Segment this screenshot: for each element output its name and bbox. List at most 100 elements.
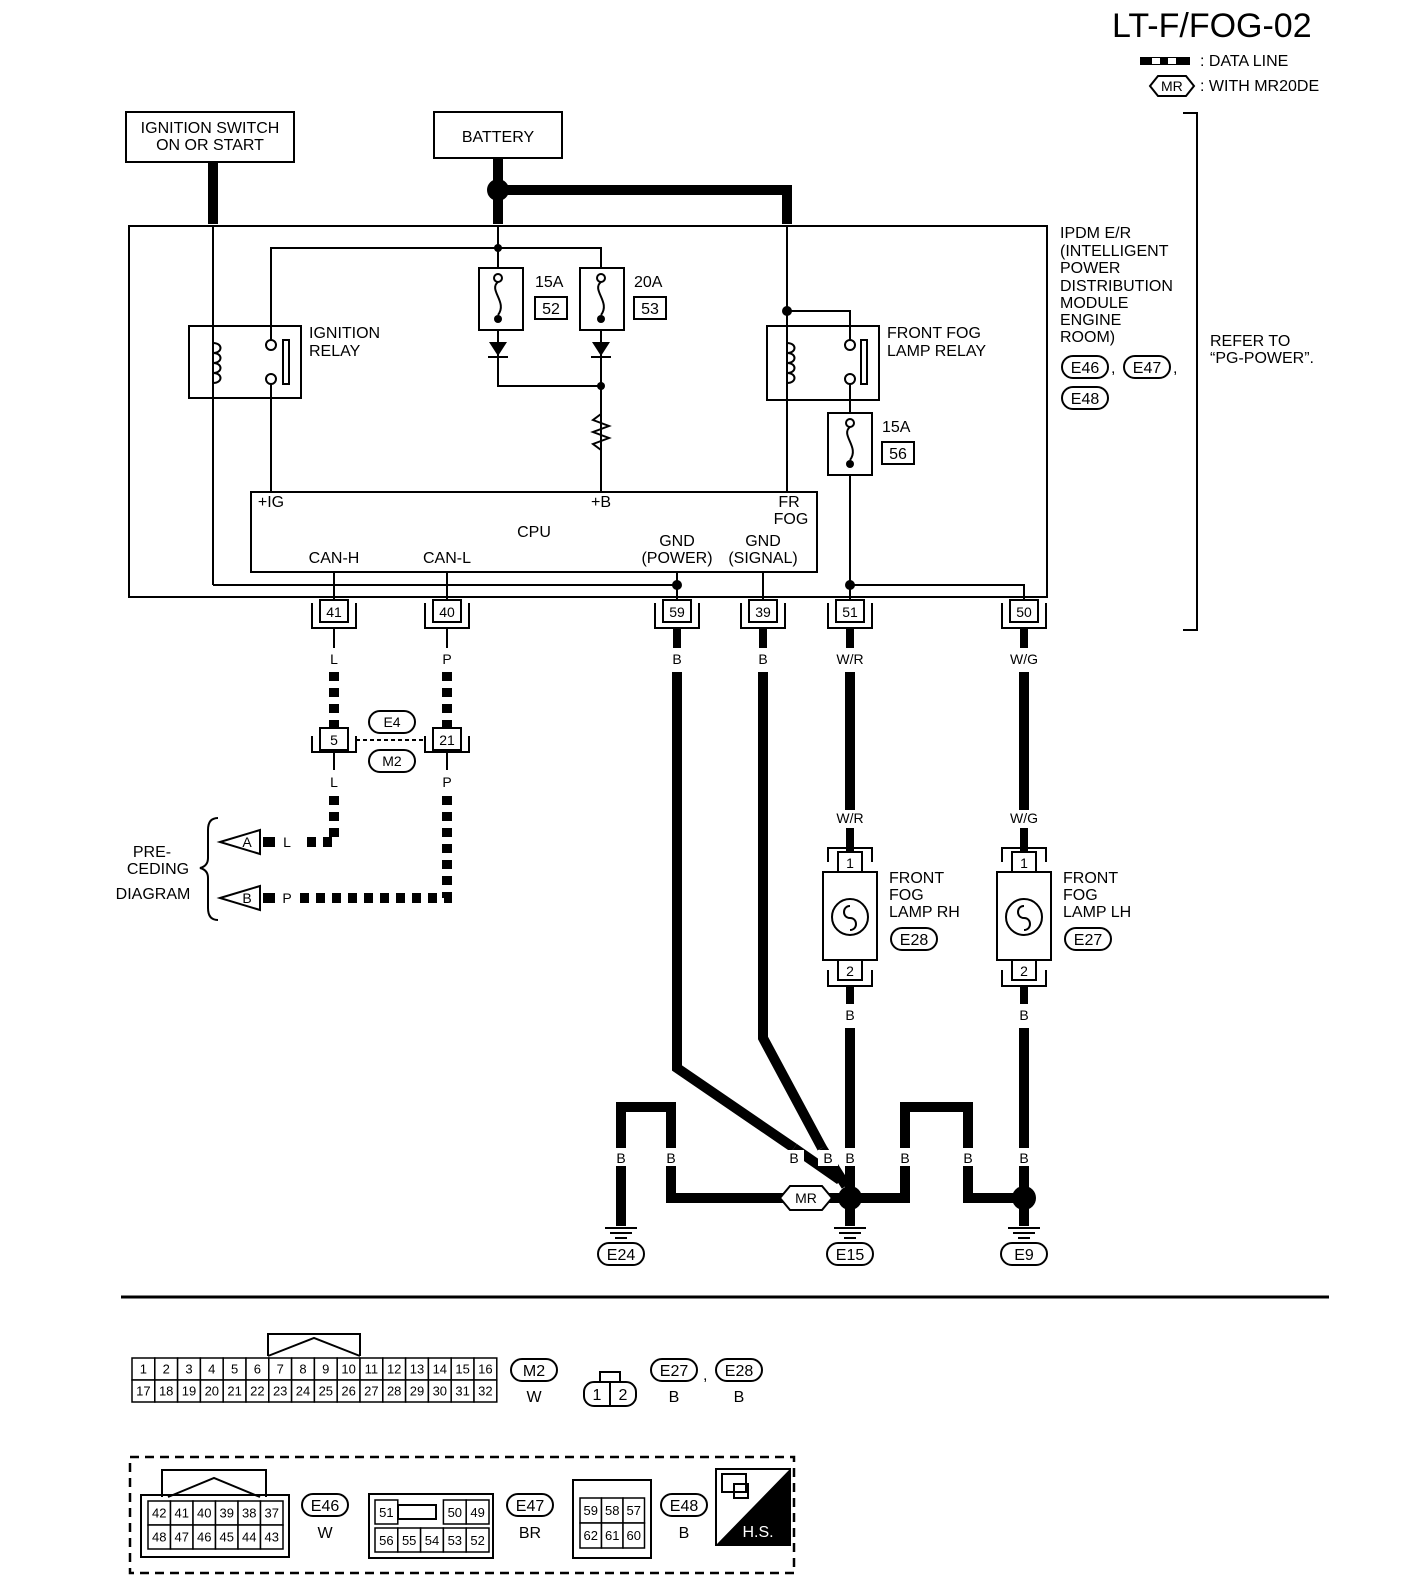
connector-pin-cell [465,1527,490,1553]
joint-connector-m2-label: M2 [382,753,402,769]
ground-wire-label: B [900,1150,909,1166]
fuse53-feed-wire [498,247,602,268]
terminal-39-label: 39 [755,604,771,620]
harness-side-label: H.S. [742,1524,773,1541]
joint-connector-m2 [368,749,416,773]
wire-color-canl: P [442,651,451,667]
data-line-legend-symbol [1140,57,1190,65]
connector-view-e47-badge [506,1493,554,1517]
cpu-gnd-signal-label-2: (SIGNAL) [728,550,797,567]
front-fog-lamp-relay [766,325,880,401]
fog-lh-label-3: LAMP LH [1063,904,1131,921]
ground-wire-label: B [789,1150,798,1166]
connector-view-e48-color: B [679,1525,690,1542]
connector-pin-number: 45 [220,1530,234,1545]
connector-pin-number: 11 [365,1362,379,1377]
connector-pin-number: 14 [433,1362,447,1377]
ground-wire-label: B [1019,1150,1028,1166]
connector-view-e46-badge [301,1493,349,1517]
refer-label-1: REFER TO [1210,333,1290,350]
fog-lh-pin1: 1 [1020,855,1028,871]
cpu-can-h-label: CAN-H [309,550,360,567]
fuse-53-number-box [633,296,667,320]
connector-pin-number: 61 [605,1528,619,1543]
refer-label-2: “PG-POWER”. [1210,350,1314,367]
terminal-50-label: 50 [1016,604,1032,620]
connector-view-e28-color: B [734,1389,745,1406]
connector-pin-number: 41 [175,1506,189,1521]
connector-pin-number: 29 [410,1384,424,1399]
ground-splice-e9 [1012,1186,1036,1210]
connector-pin-number: 62 [584,1528,598,1543]
connector-pin-number: 47 [175,1530,189,1545]
connector-view-e47-label: E47 [516,1498,545,1515]
connector-pin-number: 27 [364,1384,378,1399]
terminal-59-label: 59 [669,604,685,620]
ipdm-connector-e46-label: E46 [1071,360,1100,377]
fog-lh-connector [1064,927,1112,951]
ignition-relay-label-2: RELAY [309,343,361,360]
connector-pin-number: 30 [433,1384,447,1399]
preceding-color-b: P [282,890,291,906]
ignition-relay-label-1: IGNITION [309,325,380,342]
ground-e9-label: E9 [1014,1247,1034,1264]
connector-view-e28-label: E28 [725,1363,754,1380]
fog-rh-connector [890,927,938,951]
connector-pin-number: 60 [627,1528,641,1543]
ipdm-label-1: IPDM E/R [1060,225,1131,242]
ignition-switch-label-2: ON OR START [156,137,264,154]
wire-color-canh: L [330,651,338,667]
cpu-can-l-label: CAN-L [423,550,471,567]
ground-e9 [1000,1242,1048,1266]
fuse-53 [579,267,625,331]
cpu-label: CPU [517,524,551,541]
wire-color-t51: W/R [836,651,863,667]
ipdm-label-7: ROOM) [1060,329,1115,346]
ipdm-label-6: ENGINE [1060,312,1121,329]
connector-pin-number: 8 [299,1362,306,1377]
joint-color-p: P [442,774,451,790]
ignition-switch-label-1: IGNITION SWITCH [141,120,280,137]
fog-rh-label-2: FOG [889,887,924,904]
connector-pin-number: 53 [448,1533,462,1548]
connector-pin-number: 17 [136,1384,150,1399]
gnd-signal-wire [758,672,827,1151]
connector-pin-number: 57 [627,1503,641,1518]
fog-rh-label-3: LAMP RH [889,904,960,921]
ground-jumper-e24 [616,1102,676,1148]
connector-pin-number: 56 [379,1533,393,1548]
fog-rh-wire-top: W/R [836,810,863,826]
preceding-color-a: L [283,834,291,850]
connector-view-e46-color: W [317,1525,333,1542]
connector-pin-number: 10 [341,1362,355,1377]
mr-legend-symbol-text: MR [1161,78,1183,94]
ground-wire-label: B [963,1150,972,1166]
data-line-legend-label: : DATA LINE [1200,53,1288,70]
ipdm-connector-separator: , [1111,360,1115,377]
diode-merge-wire [497,328,601,387]
preceding-flag-b [216,884,261,912]
ipdm-connector-separator: , [1173,360,1177,377]
diode-53 [591,330,611,358]
ground-symbol-e15 [834,1227,866,1239]
page-title: LT-F/FOG-02 [1112,7,1312,45]
preceding-label-1: PRE- [133,844,171,861]
wire-color-gnd59: B [672,651,681,667]
ig-relay-feed-wire [270,226,499,492]
connector-pin-number: 26 [341,1384,355,1399]
connector-pin-number: 58 [605,1503,619,1518]
connector-pin-number: 16 [478,1362,492,1377]
ground-wire-label: B [845,1150,854,1166]
connector-pin-number: 32 [478,1384,492,1399]
connector-pin-number: 50 [448,1505,462,1520]
fuse-52-number: 52 [542,301,560,318]
ipdm-connector-e48 [1061,386,1109,410]
connector-pin-number: 52 [470,1533,484,1548]
connector-pin-number: 25 [319,1384,333,1399]
ipdm-box [128,225,1048,598]
joint-connector-e4 [368,710,416,734]
cpu-gnd-power-label-2: (POWER) [641,550,712,567]
gnd-power-wire [672,672,797,1153]
terminal-51-label: 51 [842,604,858,620]
